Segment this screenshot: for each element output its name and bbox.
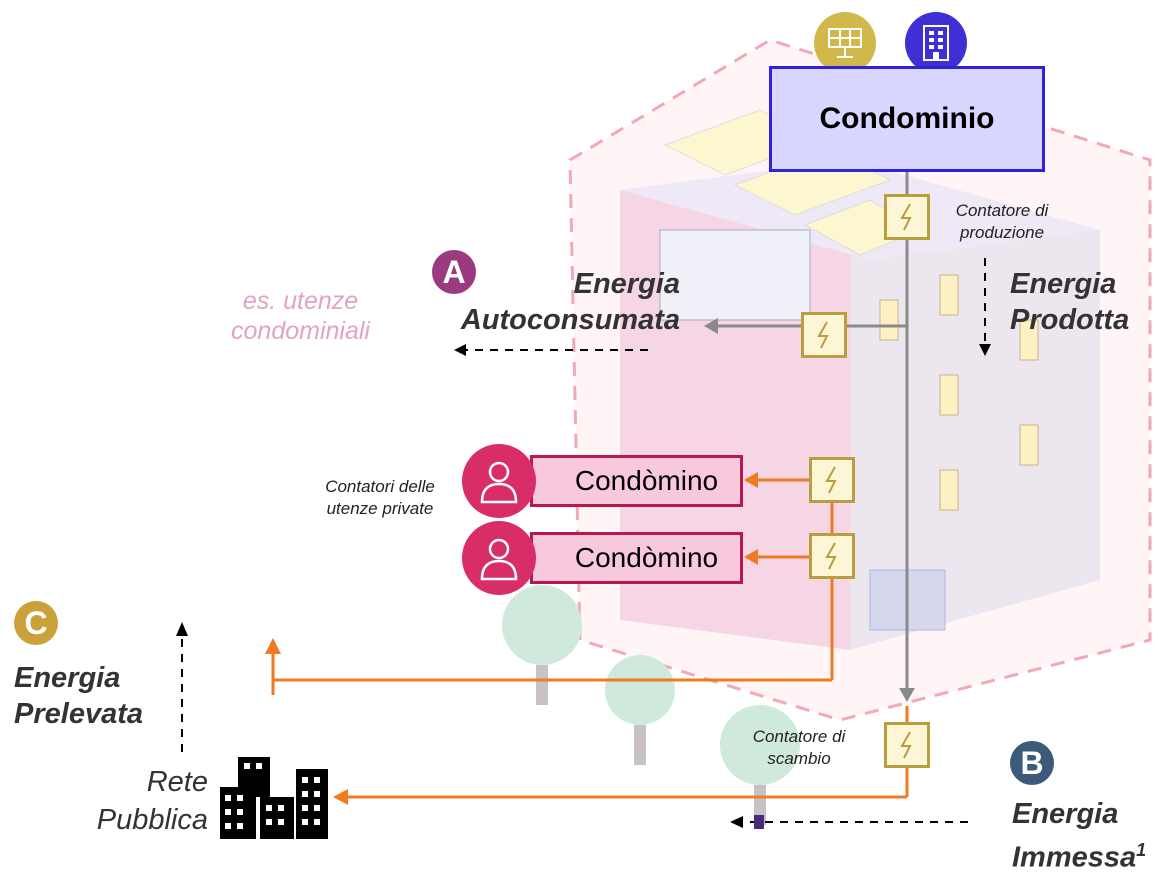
tree-trunk <box>634 725 646 765</box>
window <box>1019 319 1039 361</box>
energy-self-consumed-label: Energia Autoconsumata <box>460 268 680 336</box>
private-arrowhead-1 <box>744 472 758 488</box>
person-icon <box>462 521 536 595</box>
energy-fed-in-label: Energia Immessa1 <box>1012 796 1152 876</box>
building-icon <box>905 12 967 74</box>
tree-crown <box>605 655 675 725</box>
private-arrowhead-2 <box>744 549 758 565</box>
fed-in-marker <box>754 815 764 829</box>
exchange-meter-label: Contatore di scambio <box>752 727 846 768</box>
person-icon <box>462 444 536 518</box>
window <box>659 229 811 321</box>
withdrawn-dashed-arrowhead <box>176 622 188 636</box>
badge-a: A <box>432 250 476 294</box>
tree-crown <box>720 705 800 785</box>
production-meter-label: Contatore di produzione <box>955 201 1049 242</box>
produced-dashed-arrowhead <box>979 344 991 356</box>
condominio-label: Condominio <box>819 102 995 135</box>
badge-c: C <box>14 601 58 645</box>
building-right-face <box>850 160 1100 650</box>
window <box>939 274 959 316</box>
fed-in-dashed-arrowhead <box>730 816 743 828</box>
exchange-meter-icon <box>884 722 930 768</box>
feed-in-arrowhead <box>333 789 348 805</box>
private-meter-icon-1 <box>809 457 855 503</box>
condomino-box-1: Condòmino <box>530 455 743 507</box>
tree-crown <box>502 585 582 665</box>
city-icon <box>220 757 328 839</box>
condominio-box: Condominio <box>769 66 1045 172</box>
production-meter-icon <box>884 194 930 240</box>
badge-b: B <box>1010 741 1054 785</box>
energy-withdrawn-label: Energia Prelevata <box>14 662 143 730</box>
self-consumption-meter-icon <box>801 312 847 358</box>
self-consumed-dashed-arrowhead <box>454 344 466 356</box>
withdrawal-arrowhead <box>265 638 281 654</box>
energy-produced-label: Energia Prodotta <box>1010 268 1130 336</box>
window <box>939 469 959 511</box>
condomino-box-2: Condòmino <box>530 532 743 584</box>
energy-fed-in-footnote: 1 <box>1136 840 1147 860</box>
condomino-label-2: Condòmino <box>574 542 719 573</box>
window <box>939 374 959 416</box>
tree-trunk <box>536 665 548 705</box>
condomino-label-1: Condòmino <box>574 465 719 496</box>
self-consumed-example: es. utenze condominiali <box>231 287 370 345</box>
production-arrowhead <box>899 688 915 702</box>
window <box>879 299 899 341</box>
energy-fed-in-text: Energia Immessa <box>1012 798 1137 874</box>
solar-panel-icon <box>814 12 876 74</box>
public-grid-label: Rete Pubblica <box>96 766 208 836</box>
private-meters-label: Contatori delle utenze private <box>325 477 435 518</box>
window <box>1019 424 1039 466</box>
self-consumption-arrowhead <box>704 318 718 334</box>
private-meter-icon-2 <box>809 533 855 579</box>
